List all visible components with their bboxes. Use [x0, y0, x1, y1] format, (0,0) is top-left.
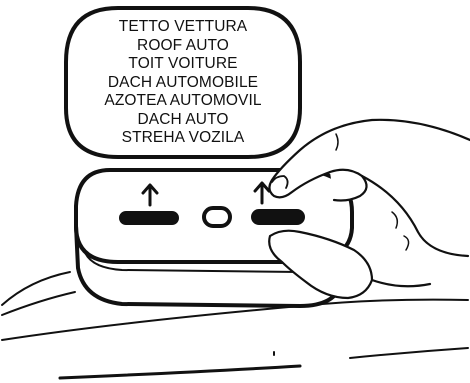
label-line-italian: TETTO VETTURA — [119, 18, 247, 37]
label-line-german: DACH AUTOMOBILE — [108, 74, 258, 93]
knuckle-crease — [392, 212, 397, 228]
palm — [362, 176, 468, 256]
arrow-up-icon — [143, 185, 157, 205]
middle-finger — [330, 170, 367, 201]
label-line-slovenian: STREHA VOZILA — [122, 129, 245, 148]
middle-indicator — [204, 208, 230, 226]
roof-line-lower-right — [350, 348, 468, 358]
label-line-english: ROOF AUTO — [137, 37, 229, 56]
roof-line-upper — [2, 272, 70, 305]
roof-label-text: TETTO VETTURA ROOF AUTO TOIT VOITURE DAC… — [63, 8, 303, 158]
wrist — [372, 280, 430, 286]
arrow-up-icon — [255, 183, 269, 203]
roof-line-lower — [60, 366, 300, 378]
label-line-german-short: DACH AUTO — [137, 111, 228, 130]
label-line-french: TOIT VOITURE — [128, 55, 237, 74]
right-slot — [252, 210, 304, 224]
label-line-spanish: AZOTEA AUTOMOVIL — [104, 92, 261, 111]
left-slot — [120, 212, 178, 224]
knuckle-crease — [404, 236, 409, 250]
thumb — [269, 231, 372, 298]
